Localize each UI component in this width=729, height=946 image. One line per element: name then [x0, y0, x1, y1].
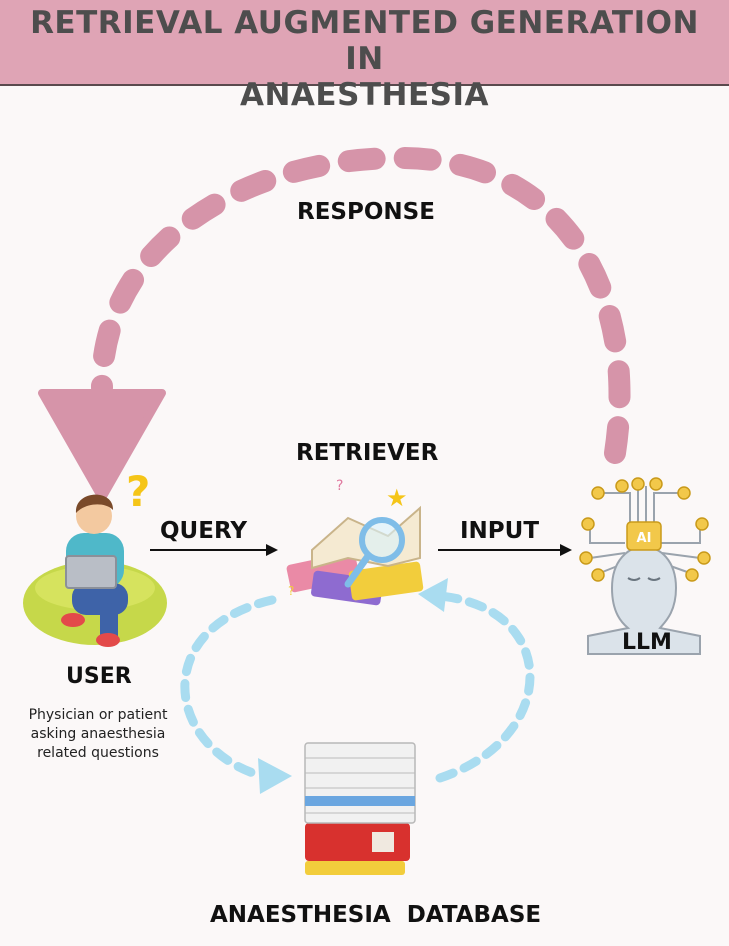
user-description-line-1: Physician or patient	[28, 707, 168, 723]
folder-blue	[305, 796, 415, 806]
database-label: ANAESTHESIA DATABASE	[210, 902, 542, 928]
user-hair	[75, 494, 114, 513]
user-label: USER	[66, 664, 132, 689]
book-yellow	[348, 561, 424, 601]
ai-chip	[626, 521, 662, 551]
user-shoe-right	[96, 633, 120, 647]
retriever-to-database-arc	[180, 595, 277, 781]
user-shoe-left	[61, 613, 85, 627]
response-arc	[90, 146, 631, 464]
flow-arrows	[150, 544, 572, 556]
title-line-1: RETRIEVAL AUGMENTED GENERATION IN	[30, 5, 699, 77]
title-line-2: ANAESTHESIA	[239, 77, 490, 113]
llm-label: LLM	[622, 630, 672, 655]
binder-yellow	[305, 861, 405, 875]
retriever-to-database-arrowhead	[258, 758, 292, 794]
magnifier-icon	[359, 517, 405, 563]
binder-red	[305, 823, 410, 861]
response-arrow	[38, 146, 631, 502]
robot-eyes	[627, 577, 661, 581]
sparkle-question-icon: ?	[336, 478, 343, 494]
database-loop	[180, 578, 535, 794]
user-description: Physician or patient asking anaesthesia …	[8, 706, 188, 763]
database-to-retriever-arrowhead	[418, 578, 448, 612]
page-title: RETRIEVAL AUGMENTED GENERATION IN ANAEST…	[10, 5, 719, 113]
question-mark-icon: ?	[126, 467, 150, 516]
user-head	[76, 498, 112, 534]
input-arrowhead	[560, 544, 572, 556]
user-illustration: ?	[23, 467, 167, 647]
response-arrowhead	[38, 389, 166, 502]
query-label: QUERY	[160, 518, 248, 544]
llm-illustration: AI	[579, 477, 711, 655]
circuit-nodes	[579, 477, 711, 582]
response-label: RESPONSE	[297, 199, 435, 225]
user-description-line-3: related questions	[37, 745, 159, 761]
database-to-retriever-arc	[435, 591, 535, 783]
retriever-illustration: ★ ? ?	[286, 478, 424, 606]
input-label: INPUT	[460, 518, 540, 544]
diagram-stage: ? ★ ? ?	[0, 88, 729, 946]
star-icon: ★	[386, 484, 408, 512]
papers-stack	[304, 742, 416, 824]
laptop	[65, 555, 117, 589]
svg-text:?: ?	[288, 584, 294, 598]
ai-chip-label: AI	[637, 531, 652, 546]
user-description-line-2: asking anaesthesia	[30, 726, 166, 742]
query-arrowhead	[266, 544, 278, 556]
header-banner: RETRIEVAL AUGMENTED GENERATION IN ANAEST…	[0, 0, 729, 113]
database-illustration	[304, 742, 416, 875]
retriever-label: RETRIEVER	[296, 440, 439, 466]
